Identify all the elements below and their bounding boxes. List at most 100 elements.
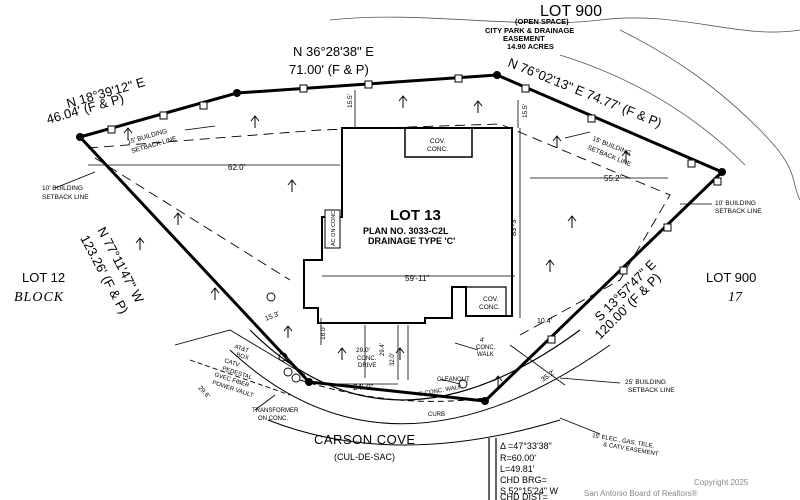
building-setback-line [87,123,671,336]
conc-walk-3: WALK [477,352,494,358]
dim-15-5-top: 15.5' [347,94,354,108]
covered-patio-top [404,128,473,158]
leader-25 [559,377,621,384]
setback-10-left-1: 10' BUILDING [42,185,83,192]
arrow-icon [493,375,503,388]
curve-table [488,438,497,500]
copyright-line-1: Copyright 2025 [694,478,749,487]
leader-transformer [254,394,276,411]
leader-15-right [564,131,591,139]
copyright-line-2: San Antonio Board of Realtors® [584,489,698,498]
monument-marker [233,89,241,97]
block-label: BLOCK [14,290,64,305]
fence-post [687,159,696,168]
fence-post [364,80,373,89]
street-name: CARSON COVE [314,432,416,447]
dim-32-0: 32.0' [390,353,396,366]
bearing-top-mid-1: N 36°28'38" E [293,44,374,59]
arrow-icon [283,325,293,338]
curve-chord-bearing-label: CHD BRG= [500,475,547,485]
monument-marker [493,71,501,79]
curve-chord-distance-label: CHD DIST= [500,492,548,500]
dimension-lines [88,90,668,386]
conc-drive-1: CONC. [357,356,377,362]
arrow-icon [337,347,347,360]
row-arc [299,379,486,402]
arrow-icon [123,127,133,140]
curve-chord-bearing-value: S 52°15'24" W [500,486,559,496]
drainage-arrows [123,95,631,388]
arrow-icon [552,135,562,148]
arrow-icon [395,347,405,360]
cleanout-label: CLEANOUT [437,377,470,383]
leader-10-left [54,171,96,189]
lot-900-top-title: LOT 900 [540,3,602,20]
fence-post [454,74,463,83]
setback-lines [87,123,671,336]
street-type: (CUL-DE-SAC) [334,452,395,462]
curb-label: CURB [428,412,445,418]
setback-10-left-2: SETBACK LINE [42,194,89,201]
fence-post [299,84,308,93]
leader-15-left [184,125,216,131]
monument-marker [481,397,489,405]
leader-easement [559,417,601,435]
side-setback-line [94,157,291,281]
arrow-icon [473,100,483,113]
cul-de-sac-arcs [229,329,611,446]
att-box-marker [278,352,288,362]
catv-marker [283,367,293,377]
setback-25-1: 25' BUILDING [625,379,666,386]
cov-conc-top-2: CONC. [427,146,448,153]
bearing-top-mid-2: 71.00' (F & P) [289,62,369,77]
fence-post [521,84,530,93]
contour-line [619,29,800,201]
cov-conc-right-1: COV. [483,296,498,303]
arrow-icon [250,115,260,128]
conc-walk-1: 4' [480,338,484,344]
dim-line-35-2 [509,344,566,386]
arrow-icon [621,150,631,163]
monument-marker [718,168,726,176]
lot-900-top-sub1: (OPEN SPACE) [515,17,569,26]
dim-62: 62.0' [228,163,246,172]
dim-59-11: 59'-11" [405,274,429,283]
monument-marker [305,378,313,386]
lot-900-top-sub3: EASEMENT [503,34,545,43]
lot-900-top-sub2: CITY PARK & DRAINAGE [485,26,574,35]
setback-10-right-2: SETBACK LINE [715,208,762,215]
monument-marker [76,133,84,141]
contour-line [559,54,746,166]
arrow-icon [173,212,183,225]
lot-13-drainage: DRAINAGE TYPE 'C' [368,236,455,246]
curve-radius: R=60.00' [500,453,536,463]
fence-post [159,111,168,120]
leader-walk [454,342,479,351]
ac-on-conc: AC ON CONC. [331,209,337,246]
att-box-2: BOX [235,352,249,362]
leader-cleanout [439,378,461,385]
att-box-1: AT&T [233,344,249,354]
dim-18: 18.0' [320,326,327,340]
lot-900-right-label: LOT 900 [706,270,756,285]
fence-posts [107,74,722,344]
dim-55-2: 55.2' [604,174,622,183]
covered-patio-right [456,286,507,316]
sidewalk-arc [229,344,611,425]
fence-post [587,114,596,123]
curve-length: L=49.81' [500,464,535,474]
fence-post [107,125,116,134]
fence-post [663,223,672,232]
transformer-1: TRANSFORMER [252,408,299,414]
cov-conc-top-1: COV. [430,138,445,145]
gvec-marker [291,373,301,383]
lot-13-title: LOT 13 [390,207,441,224]
dim-24-0: 24'-0" [353,383,374,392]
catv-1: CATV [223,358,240,369]
dim-29-4: 29.4' [380,343,386,356]
setback-10-right-1: 10' BUILDING [715,200,756,207]
curve-delta: Δ =47°33'38" [500,441,552,451]
utility-easement-line [189,359,291,396]
pin-marker [266,292,276,302]
